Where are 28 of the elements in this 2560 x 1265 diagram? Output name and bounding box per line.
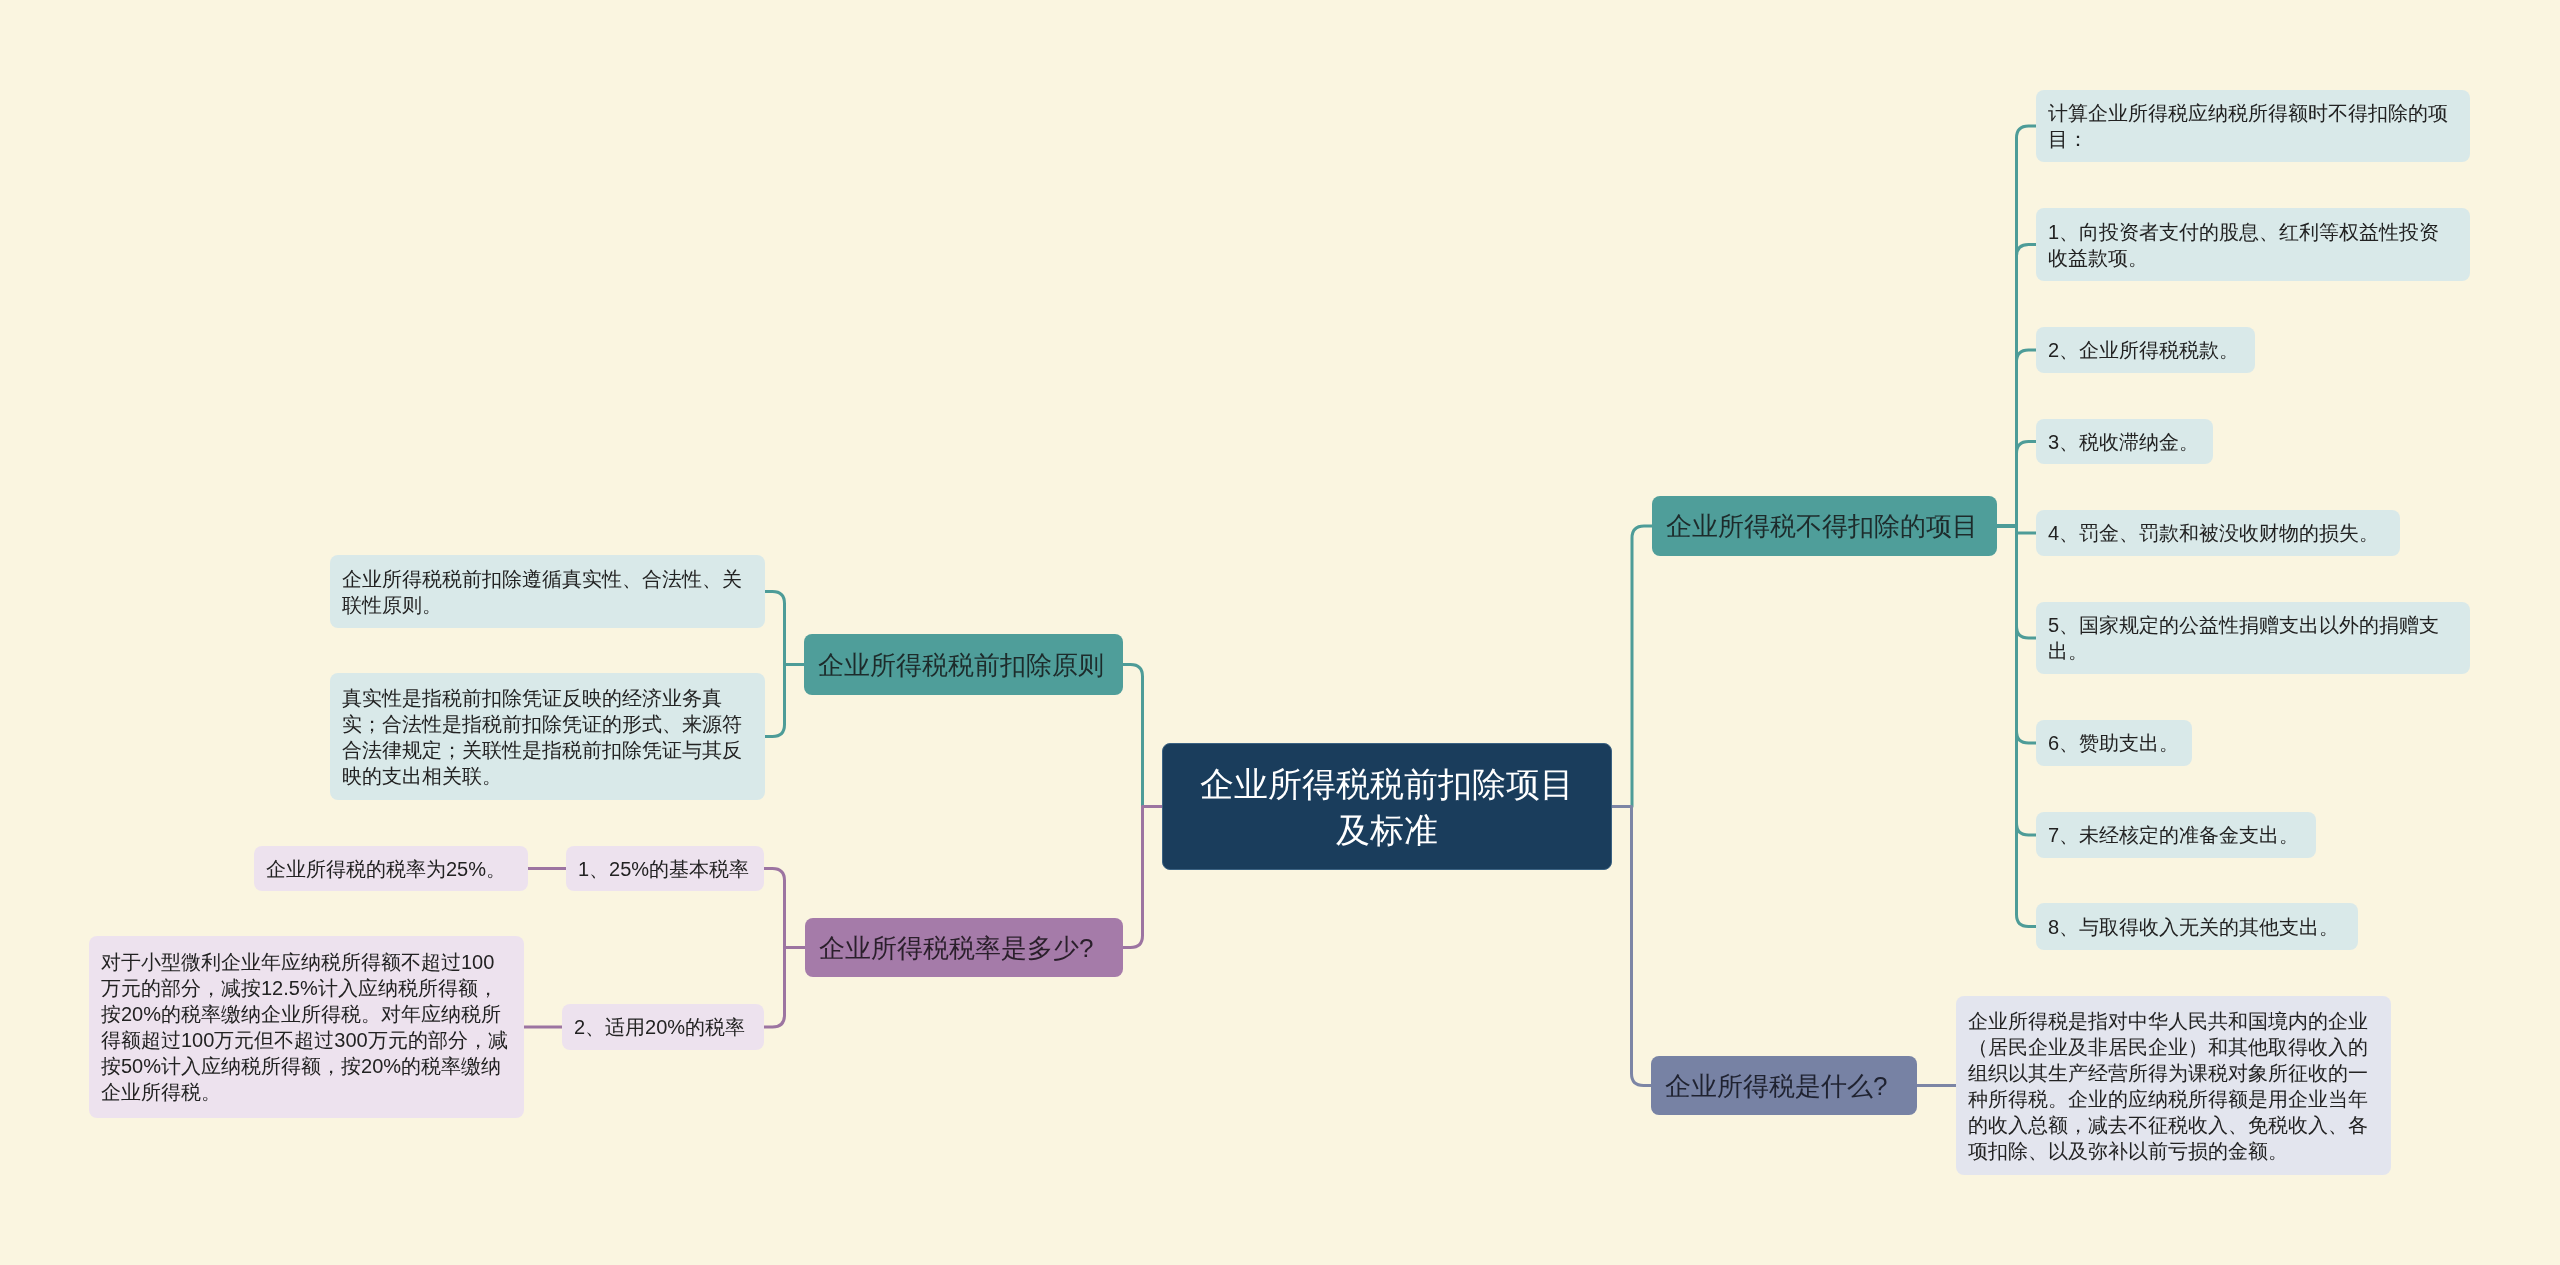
connector-line [1997,524,2036,928]
subtopic-box: 8、与取得收入无关的其他支出。 [2036,903,2358,950]
branch-topic-box: 企业所得税是什么? [1651,1056,1917,1115]
subtopic-box: 7、未经核定的准备金支出。 [2036,812,2316,858]
subtopic-box: 5、国家规定的公益性捐赠支出以外的捐赠支出。 [2036,602,2470,674]
connector-line [764,946,805,1029]
connector-line [528,867,566,870]
branch-topic-box: 企业所得税税前扣除原则 [804,634,1123,695]
central-topic-box: 企业所得税税前扣除项目及标准 [1162,743,1612,870]
branch-topic-box: 企业所得税不得扣除的项目 [1652,496,1997,556]
branch-topic-box: 企业所得税税率是多少? [805,918,1123,977]
connector-line [1917,1084,1956,1087]
connector-line [1612,805,1651,1087]
subtopic-box: 企业所得税税前扣除遵循真实性、合法性、关联性原则。 [330,555,765,628]
subtopic-box: 计算企业所得税应纳税所得额时不得扣除的项目： [2036,90,2470,162]
subtopic-box: 1、向投资者支付的股息、红利等权益性投资收益款项。 [2036,208,2470,281]
subtopic-box: 企业所得税的税率为25%。 [254,846,528,891]
subtopic-box: 真实性是指税前扣除凭证反映的经济业务真实；合法性是指税前扣除凭证的形式、来源符合法律规定；关联性是指税前扣除凭证与其反映的支出相关联。 [330,673,765,800]
subtopic-box: 3、税收滞纳金。 [2036,419,2213,464]
subtopic-box: 1、25%的基本税率 [566,846,764,891]
connector-line [524,1025,562,1029]
subtopic-box: 企业所得税是指对中华人民共和国境内的企业（居民企业及非居民企业）和其他取得收入的组织以其生产经营所得为课税对象所征收的一种所得税。企业的应纳税所得额是用企业当年的收入总额，减去不征税收入、免税收入、各项扣除、以及弥补以前亏损的金额。 [1956,996,2391,1175]
subtopic-box: 对于小型微利企业年应纳税所得额不超过100万元的部分，减按12.5%计入应纳税所得额，按20%的税率缴纳企业所得税。对年应纳税所得额超过100万元但不超过300万元的部分，减按50%计入应纳税所得额，按20%的税率缴纳企业所得税。 [89,936,524,1118]
subtopic-box: 6、赞助支出。 [2036,720,2192,766]
subtopic-box: 2、适用20%的税率 [562,1004,764,1050]
subtopic-box: 2、企业所得税税款。 [2036,327,2255,373]
connector-line [1123,805,1162,949]
subtopic-box: 4、罚金、罚款和被没收财物的损失。 [2036,510,2400,556]
